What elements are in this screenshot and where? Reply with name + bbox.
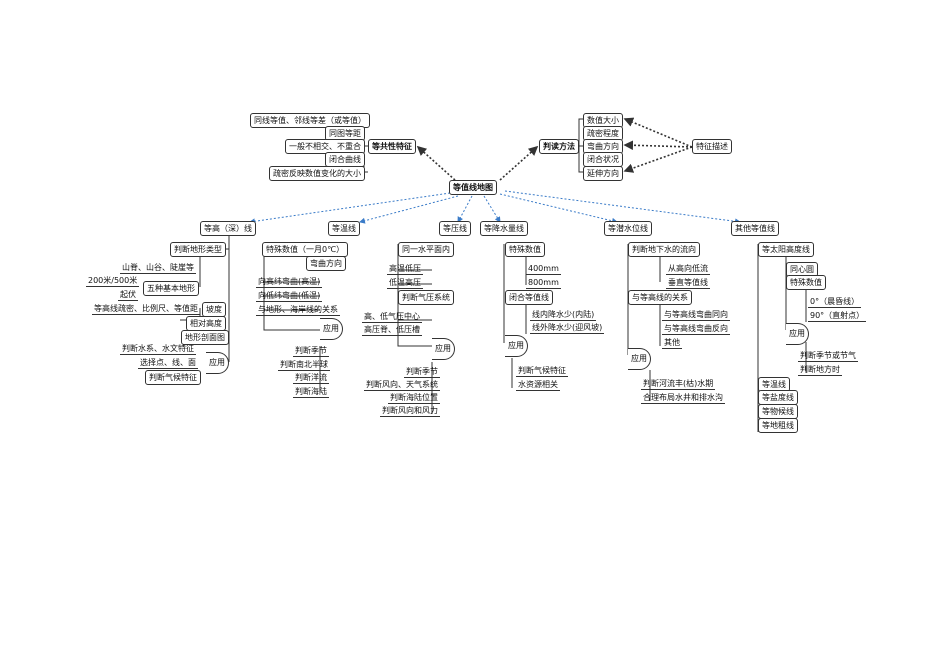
isobar-item: 高、低气压中心 bbox=[362, 312, 422, 323]
root-node[interactable]: 等值线地图 bbox=[449, 180, 497, 195]
precip-node[interactable]: 等降水量线 bbox=[480, 221, 528, 236]
precip-item: 闭合等值线 bbox=[505, 290, 553, 305]
contour-apply-item: 判断水系、水文特征 bbox=[120, 344, 196, 355]
common-features-node[interactable]: 等共性特征 bbox=[368, 139, 416, 154]
isotherm-item: 向低纬弯曲(低温) bbox=[256, 291, 323, 302]
other-item: 90°（直射点） bbox=[808, 311, 867, 322]
contour-apply-item: 选择点、线、面 bbox=[138, 358, 198, 369]
feature-desc-node[interactable]: 特征描述 bbox=[692, 139, 732, 154]
read-item: 闭合状况 bbox=[583, 152, 623, 167]
isobar-item: 低温高压 bbox=[387, 278, 423, 289]
contour-item: 相对高度 bbox=[186, 316, 226, 331]
contour-item: 坡度 bbox=[202, 302, 226, 317]
isotherm-apply-item: 判断季节 bbox=[293, 346, 329, 357]
contour-item: 地形剖面图 bbox=[181, 330, 229, 345]
isobar-item: 判断气压系统 bbox=[398, 290, 454, 305]
precip-apply-node[interactable]: 应用 bbox=[505, 335, 528, 357]
common-item: 疏密反映数值变化的大小 bbox=[269, 166, 365, 181]
read-item: 延伸方向 bbox=[583, 166, 623, 181]
contour-item: 起伏 bbox=[118, 290, 138, 301]
other-isolines-node[interactable]: 其他等值线 bbox=[731, 221, 779, 236]
isobar-apply-item: 判断季节 bbox=[404, 367, 440, 378]
contour-item: 等高线疏密、比例尺、等值距 bbox=[92, 304, 200, 315]
isotherm-apply-item: 判断海陆 bbox=[293, 387, 329, 398]
isobar-item: 同一水平面内 bbox=[398, 242, 454, 257]
groundwater-item: 与等高线弯曲同向 bbox=[662, 310, 730, 321]
other-item: 等太阳高度线 bbox=[758, 242, 814, 257]
contour-item: 五种基本地形 bbox=[143, 281, 199, 296]
groundwater-apply-item: 判断河流丰(枯)水期 bbox=[641, 379, 716, 390]
contour-node[interactable]: 等高（深）线 bbox=[200, 221, 256, 236]
isotherm-apply-node[interactable]: 应用 bbox=[320, 318, 343, 340]
precip-item: 800mm bbox=[526, 278, 561, 289]
contour-apply-item: 判断气候特征 bbox=[145, 370, 201, 385]
isobar-item: 高压脊、低压槽 bbox=[362, 325, 422, 336]
isobar-apply-item: 判断风向、天气系统 bbox=[364, 380, 440, 391]
precip-item: 线内降水少(内陆) bbox=[530, 310, 597, 321]
other-more-item: 等盐度线 bbox=[758, 390, 798, 405]
isobar-apply-item: 判断风向和风力 bbox=[380, 406, 440, 417]
other-apply-item: 判断季节或节气 bbox=[798, 351, 858, 362]
contour-item: 200米/500米 bbox=[86, 276, 140, 287]
contour-apply-node[interactable]: 应用 bbox=[206, 352, 229, 374]
groundwater-item: 判断地下水的流向 bbox=[628, 242, 700, 257]
isotherm-item: 与地形、海岸线的关系 bbox=[256, 305, 340, 316]
other-more-item: 等地租线 bbox=[758, 418, 798, 433]
read-method-node[interactable]: 判读方法 bbox=[539, 139, 579, 154]
isobar-node[interactable]: 等压线 bbox=[439, 221, 471, 236]
other-item: 0°（晨昏线） bbox=[808, 297, 862, 308]
common-item: 同线等值、邻线等差（或等值） bbox=[250, 113, 370, 128]
contour-item: 判断地形类型 bbox=[170, 242, 226, 257]
isotherm-apply-item: 判断南北半球 bbox=[278, 360, 330, 371]
isotherm-item: 特殊数值（一月0℃） bbox=[262, 242, 349, 257]
precip-item: 线外降水少(迎风坡) bbox=[530, 323, 605, 334]
groundwater-item: 与等高线弯曲反向 bbox=[662, 324, 730, 335]
precip-apply-item: 水资源相关 bbox=[516, 380, 560, 391]
isotherm-item: 弯曲方向 bbox=[306, 256, 346, 271]
isobar-item: 高温低压 bbox=[387, 264, 423, 275]
groundwater-apply-node[interactable]: 应用 bbox=[628, 348, 651, 370]
groundwater-item: 与等高线的关系 bbox=[628, 290, 692, 305]
common-item: 闭合曲线 bbox=[325, 152, 365, 167]
precip-item: 400mm bbox=[526, 264, 561, 275]
isotherm-apply-item: 判断洋流 bbox=[293, 373, 329, 384]
other-apply-node[interactable]: 应用 bbox=[786, 323, 809, 345]
groundwater-item: 垂直等值线 bbox=[666, 278, 710, 289]
precip-item: 特殊数值 bbox=[505, 242, 545, 257]
other-apply-item: 判断地方时 bbox=[798, 365, 842, 376]
groundwater-apply-item: 合理布局水井和排水沟 bbox=[641, 393, 725, 404]
isobar-apply-item: 判断海陆位置 bbox=[388, 393, 440, 404]
other-item: 特殊数值 bbox=[786, 275, 826, 290]
isotherm-node[interactable]: 等温线 bbox=[328, 221, 360, 236]
groundwater-item: 其他 bbox=[662, 338, 682, 349]
other-more-item: 等物候线 bbox=[758, 404, 798, 419]
isobar-apply-node[interactable]: 应用 bbox=[432, 338, 455, 360]
isotherm-item: 向高纬弯曲(高温) bbox=[256, 277, 323, 288]
precip-apply-item: 判断气候特征 bbox=[516, 366, 568, 377]
contour-item: 山脊、山谷、陡崖等 bbox=[120, 263, 196, 274]
groundwater-item: 从高向低流 bbox=[666, 264, 710, 275]
groundwater-node[interactable]: 等潜水位线 bbox=[604, 221, 652, 236]
